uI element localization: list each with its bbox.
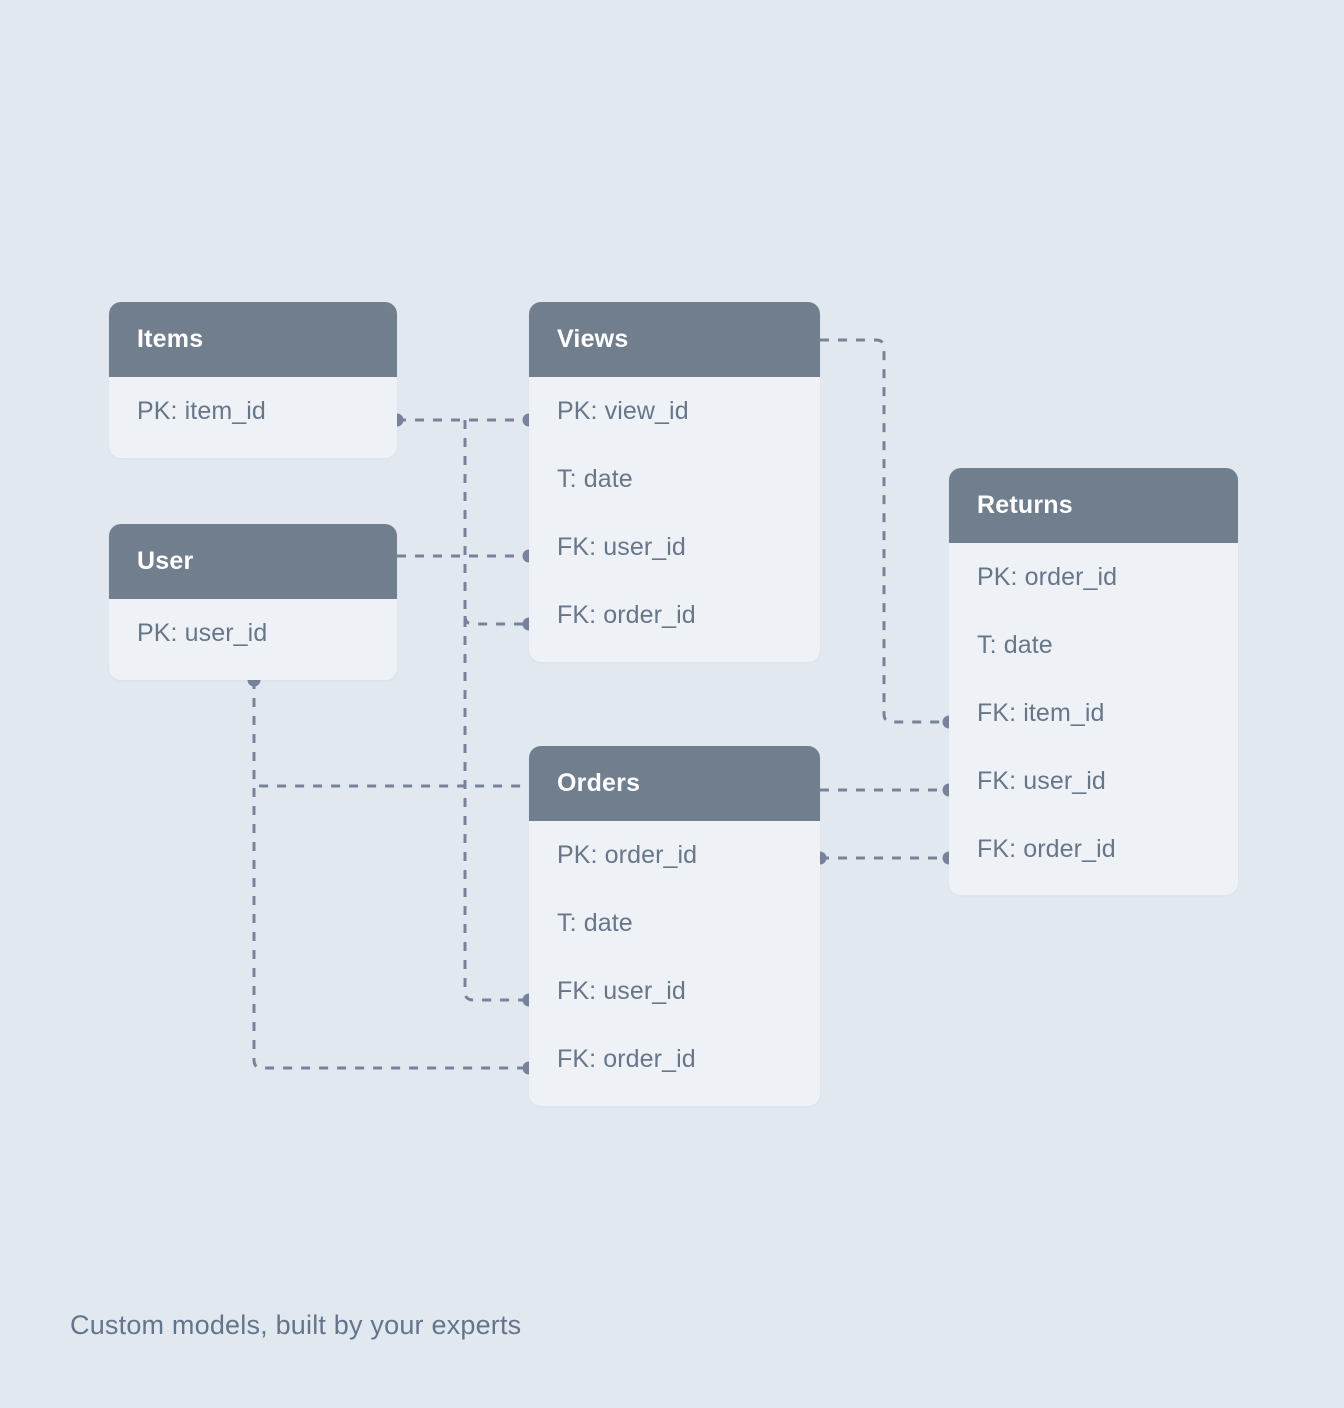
table-items-title: Items: [109, 302, 397, 377]
table-views-title: Views: [529, 302, 820, 377]
field-returns-item-id[interactable]: FK: item_id: [977, 698, 1105, 727]
table-returns[interactable]: Returns PK: order_id T: date FK: item_id…: [949, 468, 1238, 895]
table-views-fields: PK: view_id T: date FK: user_id FK: orde…: [529, 377, 820, 649]
edge-user-orders-order: [252, 680, 529, 1070]
field-orders-user-id[interactable]: FK: user_id: [557, 976, 686, 1005]
field-user-user-id[interactable]: PK: user_id: [137, 618, 268, 647]
field-orders-order-id-fk[interactable]: FK: order_id: [557, 1044, 696, 1073]
field-views-view-id[interactable]: PK: view_id: [557, 396, 689, 425]
field-returns-order-id-pk[interactable]: PK: order_id: [977, 562, 1118, 591]
table-items[interactable]: Items PK: item_id: [109, 302, 397, 458]
table-user-fields: PK: user_id: [109, 599, 397, 667]
edge-trunk-vertical: [463, 420, 529, 1002]
table-orders[interactable]: Orders PK: order_id T: date FK: user_id …: [529, 746, 820, 1106]
field-returns-order-id-fk[interactable]: FK: order_id: [977, 834, 1116, 863]
table-returns-fields: PK: order_id T: date FK: item_id FK: use…: [949, 543, 1238, 883]
field-orders-date[interactable]: T: date: [557, 908, 633, 937]
table-items-fields: PK: item_id: [109, 377, 397, 445]
field-items-item-id[interactable]: PK: item_id: [137, 396, 266, 425]
field-views-user-id[interactable]: FK: user_id: [557, 532, 686, 561]
edge-user-orders-header: [252, 680, 529, 788]
field-returns-date[interactable]: T: date: [977, 630, 1053, 659]
table-user[interactable]: User PK: user_id: [109, 524, 397, 680]
table-orders-fields: PK: order_id T: date FK: user_id FK: ord…: [529, 821, 820, 1093]
edge-views-returns-item: [820, 338, 949, 724]
field-views-date[interactable]: T: date: [557, 464, 633, 493]
table-orders-title: Orders: [529, 746, 820, 821]
field-returns-user-id[interactable]: FK: user_id: [977, 766, 1106, 795]
table-views[interactable]: Views PK: view_id T: date FK: user_id FK…: [529, 302, 820, 662]
edge-branch-views-order: [463, 615, 529, 626]
table-user-title: User: [109, 524, 397, 599]
table-returns-title: Returns: [949, 468, 1238, 543]
field-orders-order-id-pk[interactable]: PK: order_id: [557, 840, 698, 869]
field-views-order-id[interactable]: FK: order_id: [557, 600, 696, 629]
diagram-caption: Custom models, built by your experts: [70, 1310, 522, 1340]
